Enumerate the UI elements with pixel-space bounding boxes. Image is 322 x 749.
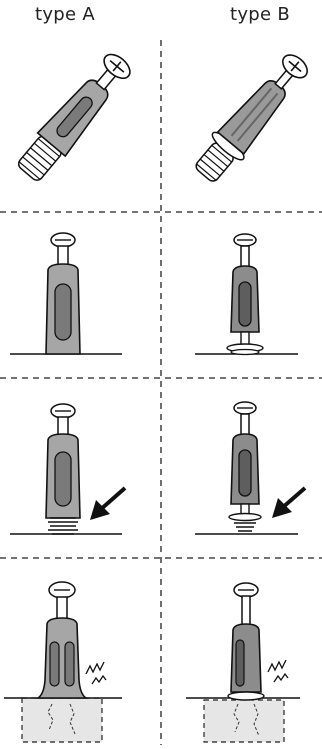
- crack-icon: [233, 703, 260, 737]
- column-label-type-a: type A: [35, 4, 96, 25]
- column-label-type-b: type B: [230, 4, 291, 25]
- type-b-connector-seated: [195, 233, 298, 356]
- spark-icon: [85, 661, 107, 685]
- type-a-connector-tightening: [10, 403, 127, 535]
- type-b-connector-embedded: [186, 582, 300, 743]
- type-b-connector-tightening: [195, 401, 307, 535]
- arrow-icon: [90, 486, 127, 520]
- type-a-connector-embedded: [4, 581, 122, 743]
- arrow-icon: [272, 486, 307, 518]
- crack-icon: [47, 703, 76, 735]
- spark-icon: [267, 659, 289, 683]
- type-a-connector-seated: [10, 232, 122, 355]
- type-b-connector-angled: [195, 54, 308, 182]
- type-a-connector-angled: [17, 53, 131, 181]
